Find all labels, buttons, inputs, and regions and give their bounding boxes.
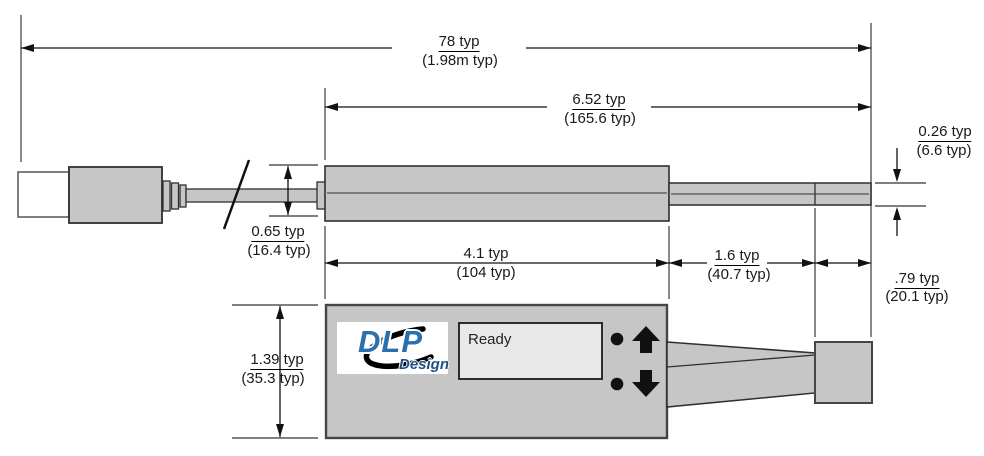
arrowhead [669, 259, 682, 267]
arrowhead [21, 44, 34, 52]
dim-cable-overall-primary: 78 typ [438, 33, 480, 52]
dim-body-length-primary: 4.1 typ [463, 245, 509, 262]
arrowhead [325, 103, 338, 111]
up-arrow-icon [632, 326, 660, 353]
dim-body-width-secondary: (35.3 typ) [241, 370, 305, 387]
usb-plug-shell [17, 171, 70, 218]
display-ready-text: Ready [468, 331, 512, 348]
arrowhead [858, 259, 871, 267]
dim-body-diameter-secondary: (16.4 typ) [247, 242, 311, 259]
probe-tip-top-view [814, 341, 873, 404]
strain-relief-rib [162, 180, 171, 212]
arrowhead [284, 166, 292, 179]
dim-probe-length-primary: 1.6 typ [714, 247, 760, 266]
button-dot-down [610, 377, 624, 391]
arrowhead [284, 202, 292, 215]
cable-break-mark [222, 159, 251, 230]
side-view [17, 159, 872, 230]
arrowhead [893, 169, 901, 182]
logo-dlp-text: DLP [358, 324, 423, 359]
dim-body-width-primary: 1.39 typ [250, 351, 304, 370]
dim-device-overall-primary: 6.52 typ [572, 91, 626, 110]
logo-design-text: Design [398, 356, 449, 373]
dim-device-overall-secondary: (165.6 typ) [564, 110, 636, 127]
strain-relief-rib [170, 182, 180, 210]
arrowhead [656, 259, 669, 267]
dim-probe-diameter-secondary: (6.6 typ) [916, 142, 972, 159]
dim-body-length-secondary: (104 typ) [456, 264, 516, 281]
dim-body-diameter-primary: 0.65 typ [251, 223, 305, 242]
dim-tip-length-secondary: (20.1 typ) [885, 288, 949, 305]
arrowhead [802, 259, 815, 267]
down-arrow-icon [632, 370, 660, 397]
arrowhead [276, 424, 284, 437]
arrowhead [815, 259, 828, 267]
dimension-arrowheads [21, 44, 901, 437]
lcd-display [458, 322, 603, 380]
usb-cable [185, 188, 319, 203]
arrowhead [325, 259, 338, 267]
arrowhead [858, 103, 871, 111]
dim-probe-length-secondary: (40.7 typ) [707, 266, 771, 283]
dim-tip-length-primary: .79 typ [894, 270, 940, 289]
probe-taper-edge [666, 354, 816, 368]
usb-plug-body [68, 166, 163, 224]
logo-swoosh [363, 326, 434, 370]
strain-relief-rib [179, 184, 187, 208]
arrowhead [893, 207, 901, 220]
button-dot-up [610, 332, 624, 346]
arrowhead [858, 44, 871, 52]
top-view [324, 303, 873, 440]
dim-cable-overall-secondary: (1.98m typ) [422, 52, 498, 69]
probe-taper [666, 341, 816, 408]
dim-probe-diameter-primary: 0.26 typ [918, 123, 972, 142]
arrowhead [276, 306, 284, 319]
